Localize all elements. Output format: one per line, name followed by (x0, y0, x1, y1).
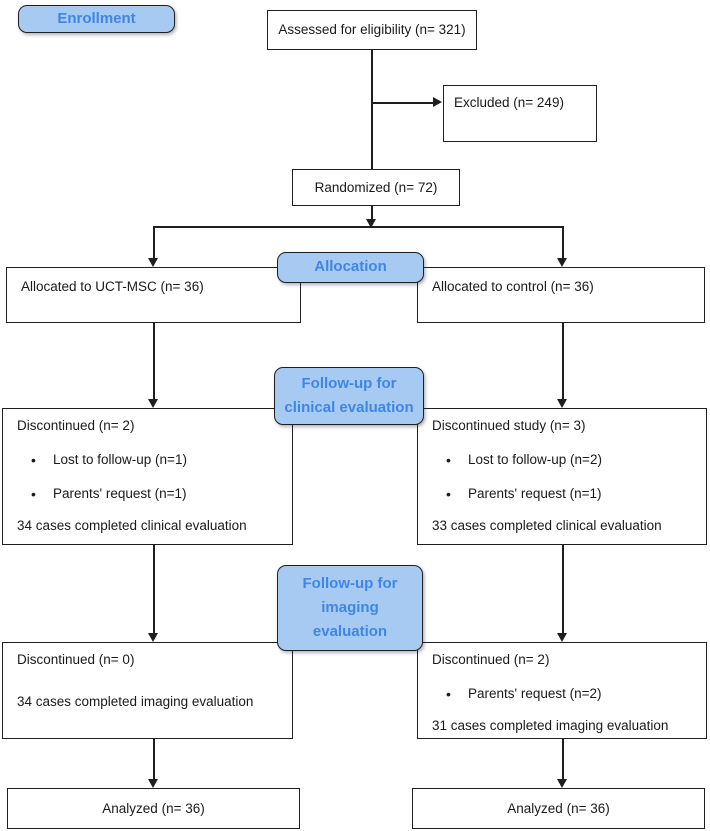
connector-line (562, 738, 564, 780)
bullet-text: Parents' request (n=1) (53, 486, 187, 501)
completed-count: 31 cases completed imaging evaluation (432, 718, 669, 733)
followup-imaging-stage-line: imaging (321, 598, 379, 616)
list-item: • Parents' request (n=2) (446, 686, 700, 702)
bullet-text: Lost to follow-up (n=2) (468, 452, 602, 467)
imaging-discontinued-right-box: Discontinued (n= 2) • Parents' request (… (417, 642, 707, 739)
followup-clinical-stage-badge: Follow-up for clinical evaluation (274, 367, 424, 425)
allocation-stage-label: Allocation (314, 258, 387, 276)
allocated-control-box: Allocated to control (n= 36) (417, 267, 705, 323)
list-item: • Lost to follow-up (n=2) (446, 452, 700, 468)
completed-count: 33 cases completed clinical evaluation (432, 518, 662, 533)
bullet-text: Parents' request (n=1) (468, 486, 602, 501)
connector-line (153, 322, 155, 400)
allocated-uctmsc-box: Allocated to UCT-MSC (n= 36) (6, 267, 301, 323)
followup-imaging-stage-line: evaluation (312, 623, 388, 641)
clinical-discontinued-right-box: Discontinued study (n= 3) • Lost to foll… (417, 408, 707, 545)
arrow-down-icon (557, 258, 567, 267)
followup-clinical-stage-line: clinical evaluation (284, 399, 414, 416)
followup-clinical-stage-line: Follow-up for (301, 374, 397, 392)
connector-line (372, 102, 435, 104)
analyzed-left-label: Analyzed (n= 36) (102, 800, 205, 816)
bullet-text: Lost to follow-up (n=1) (53, 452, 187, 467)
connector-line (153, 544, 155, 634)
assessed-eligibility-box: Assessed for eligibility (n= 321) (267, 10, 477, 50)
completed-count: 34 cases completed imaging evaluation (17, 694, 254, 709)
list-item: • Parents' request (n=1) (31, 486, 286, 502)
excluded-box: Excluded (n= 249) (443, 85, 597, 142)
allocation-stage-badge: Allocation (277, 252, 424, 283)
enrollment-stage-label: Enrollment (57, 9, 136, 27)
bullet-icon: • (31, 486, 36, 502)
randomized-label: Randomized (n= 72) (314, 179, 438, 195)
connector-line (562, 226, 564, 259)
arrow-down-icon (148, 633, 158, 642)
excluded-label: Excluded (n= 249) (454, 95, 564, 110)
bullet-text: Parents' request (n=2) (468, 686, 602, 701)
discontinued-title: Discontinued (n= 2) (432, 652, 550, 667)
analyzed-right-label: Analyzed (n= 36) (507, 800, 610, 816)
connector-line (371, 206, 373, 220)
arrow-down-icon (557, 633, 567, 642)
connector-line (153, 226, 155, 259)
followup-imaging-stage-badge: Follow-up for imaging evaluation (277, 565, 423, 651)
bullet-icon: • (446, 486, 451, 502)
bullet-icon: • (446, 686, 451, 702)
imaging-discontinued-left-box: Discontinued (n= 0) 34 cases completed i… (2, 642, 293, 739)
arrow-down-icon (148, 779, 158, 788)
allocated-control-label: Allocated to control (n= 36) (432, 279, 594, 294)
list-item: • Lost to follow-up (n=1) (31, 452, 286, 468)
connector-line (371, 49, 373, 169)
connector-line (562, 322, 564, 400)
assessed-eligibility-label: Assessed for eligibility (n= 321) (278, 22, 466, 37)
analyzed-right-box: Analyzed (n= 36) (412, 788, 705, 829)
connector-line (562, 544, 564, 634)
analyzed-left-box: Analyzed (n= 36) (7, 788, 300, 829)
clinical-discontinued-left-box: Discontinued (n= 2) • Lost to follow-up … (2, 408, 293, 545)
list-item: • Parents' request (n=1) (446, 486, 700, 502)
connector-line (153, 226, 564, 228)
bullet-icon: • (31, 452, 36, 468)
arrow-down-icon (366, 219, 376, 228)
enrollment-stage-badge: Enrollment (18, 5, 175, 33)
arrow-down-icon (148, 399, 158, 408)
bullet-icon: • (446, 452, 451, 468)
discontinued-title: Discontinued study (n= 3) (432, 418, 586, 433)
allocated-uctmsc-label: Allocated to UCT-MSC (n= 36) (21, 279, 204, 294)
arrow-down-icon (148, 258, 158, 267)
arrow-down-icon (557, 399, 567, 408)
discontinued-title: Discontinued (n= 2) (17, 418, 135, 433)
completed-count: 34 cases completed clinical evaluation (17, 518, 247, 533)
arrow-right-icon (433, 97, 442, 107)
arrow-down-icon (557, 779, 567, 788)
discontinued-title: Discontinued (n= 0) (17, 652, 135, 667)
connector-line (153, 738, 155, 780)
followup-imaging-stage-line: Follow-up for (302, 574, 398, 592)
randomized-box: Randomized (n= 72) (292, 169, 460, 206)
